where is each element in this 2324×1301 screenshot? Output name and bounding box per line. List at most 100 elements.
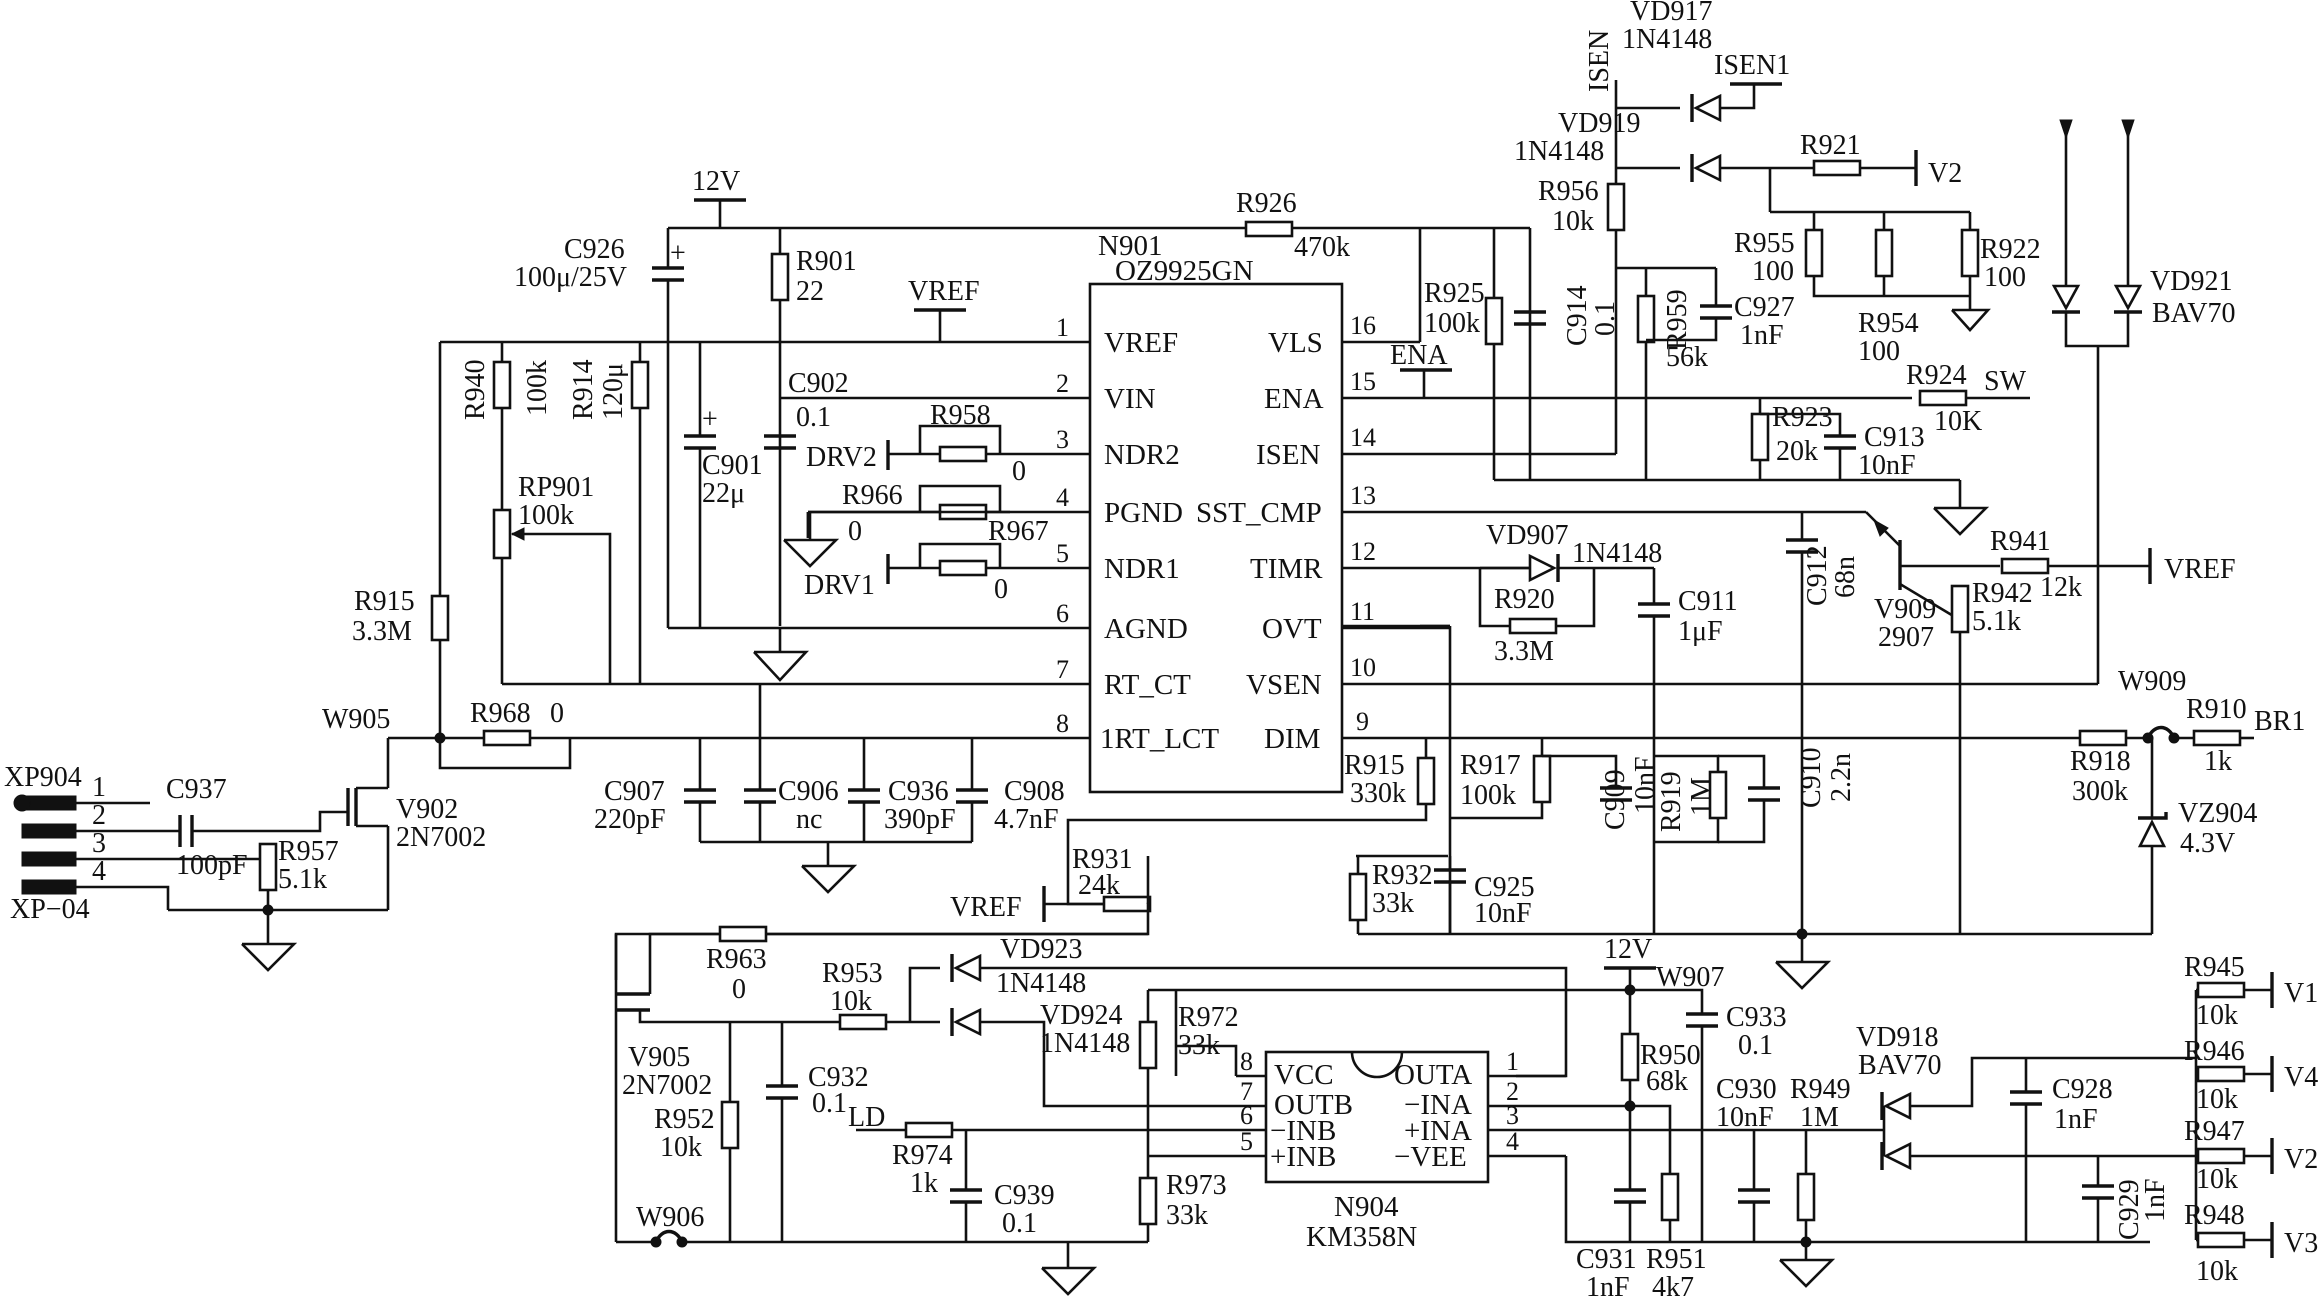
- r952-value: 10k: [660, 1132, 702, 1163]
- c930-label: C930: [1716, 1074, 1777, 1105]
- c936-value: 390pF: [884, 804, 956, 835]
- r950-label: R950: [1640, 1040, 1701, 1071]
- r921-label: R921: [1800, 130, 1861, 161]
- c911-value: 1μF: [1678, 616, 1723, 647]
- c936-label: C936: [888, 776, 949, 807]
- n901-pin-1-num: 1: [1056, 313, 1069, 342]
- c929-label: C929: [2114, 1179, 2145, 1240]
- r956-body: [1606, 182, 1626, 232]
- n901-pin-isen: ISEN: [1256, 439, 1321, 471]
- n901-pin-7-num: 7: [1056, 655, 1069, 684]
- v2-top-label: V2: [1928, 158, 1962, 189]
- xp-pin-3: 3: [92, 828, 106, 859]
- n904-pin-vee: −VEE: [1394, 1141, 1467, 1173]
- xp-pin-1: 1: [92, 772, 106, 803]
- n901-pin-vref: VREF: [1104, 327, 1178, 359]
- r920-value: 3.3M: [1494, 636, 1554, 667]
- n904-pin-5-num: 5: [1240, 1127, 1253, 1156]
- drv2-label: DRV2: [806, 442, 877, 473]
- r925-body: [1484, 296, 1504, 346]
- r932-label: R932: [1372, 860, 1433, 891]
- r910-value: 1k: [2204, 746, 2232, 777]
- n904-pin-4-num: 4: [1506, 1127, 1519, 1156]
- r954-label: R954: [1858, 308, 1919, 339]
- r915a-value: 3.3M: [352, 616, 412, 647]
- c902-label: C902: [788, 368, 849, 399]
- r974-value: 1k: [910, 1168, 938, 1199]
- n904-pin-outb: OUTB: [1274, 1089, 1353, 1121]
- n901-pin-ndr2: NDR2: [1104, 439, 1180, 471]
- n901-pin-sstcmp: SST_CMP: [1196, 497, 1322, 529]
- c925-value: 10nF: [1474, 898, 1532, 929]
- c909-label: C909: [1600, 769, 1631, 830]
- r910-label: R910: [2186, 694, 2247, 725]
- r950-value: 68k: [1646, 1066, 1688, 1097]
- n904-pin-ina-pos: +INA: [1404, 1115, 1472, 1147]
- w906-label: W906: [636, 1202, 704, 1233]
- vd921-part: BAV70: [2152, 298, 2236, 329]
- r926-label: R926: [1236, 188, 1297, 219]
- r920-body: [1508, 617, 1558, 635]
- rp901-body: [492, 508, 512, 560]
- r958-value: 0: [1012, 456, 1026, 487]
- r926-body: [1244, 220, 1294, 238]
- xp-pin-2: 2: [92, 800, 106, 831]
- r973-value: 33k: [1166, 1200, 1208, 1231]
- r932-body: [1348, 872, 1368, 922]
- vd907-part: 1N4148: [1572, 538, 1662, 569]
- r925-label: R925: [1424, 278, 1485, 309]
- r940-value: 100k: [522, 360, 553, 416]
- r924-value: 10K: [1934, 406, 1982, 437]
- c926-value: 100μ/25V: [514, 262, 627, 293]
- rp901-label: RP901: [518, 472, 594, 503]
- v2-right-label: V2: [2284, 1144, 2318, 1175]
- r958-label: R958: [930, 400, 991, 431]
- r951-label: R951: [1646, 1244, 1707, 1275]
- isen-top-label: ISEN: [1584, 30, 1615, 92]
- n901-part: OZ9925GN: [1115, 255, 1254, 287]
- r919-label: R919: [1656, 771, 1687, 832]
- drv1-label: DRV1: [804, 570, 875, 601]
- w905-label: W905: [322, 704, 390, 735]
- r925-value: 100k: [1424, 308, 1480, 339]
- c906-label: C906: [778, 776, 839, 807]
- r948-value: 10k: [2196, 1256, 2238, 1287]
- c930-value: 10nF: [1716, 1102, 1774, 1133]
- r922-body: [1960, 228, 1980, 278]
- r918-label: R918: [2070, 746, 2131, 777]
- c925-label: C925: [1474, 872, 1535, 903]
- n901-body: [1088, 282, 1344, 794]
- n901-pin-vin: VIN: [1104, 383, 1156, 415]
- c907-label: C907: [604, 776, 665, 807]
- r945-value: 10k: [2196, 1000, 2238, 1031]
- r923-body: [1750, 412, 1770, 462]
- c926-label: C926: [564, 234, 625, 265]
- r946-label: R946: [2184, 1036, 2245, 1067]
- n904-pin-vcc: VCC: [1274, 1059, 1334, 1091]
- n904-pin-ina-neg: −INA: [1404, 1089, 1472, 1121]
- c939-value: 0.1: [1002, 1208, 1037, 1239]
- n901-pin-10-num: 10: [1350, 653, 1376, 682]
- n904-pin-1-num: 1: [1506, 1047, 1519, 1076]
- vd923-part: 1N4148: [996, 968, 1086, 999]
- c908-label: C908: [1004, 776, 1065, 807]
- n901-pin-11-num: 11: [1350, 597, 1375, 626]
- c939-label: C939: [994, 1180, 1055, 1211]
- v4-label: V4: [2284, 1062, 2318, 1093]
- r901-label: R901: [796, 246, 857, 277]
- r931-label: R931: [1072, 844, 1133, 875]
- r957-label: R957: [278, 836, 339, 867]
- c906-value: nc: [796, 804, 822, 835]
- c907-value: 220pF: [594, 804, 666, 835]
- r914-value: 120μ: [598, 363, 629, 420]
- vd919-part: 1N4148: [1514, 136, 1604, 167]
- r955-label: R955: [1734, 228, 1795, 259]
- c911-label: C911: [1678, 586, 1738, 617]
- n901-pin-2-num: 2: [1056, 369, 1069, 398]
- v12-mid-label: 12V: [1604, 934, 1652, 965]
- ld-label: LD: [848, 1102, 885, 1133]
- xp-pin-2-bar: [21, 823, 77, 839]
- r959-label: R959: [1662, 289, 1693, 350]
- n904-pin-7-num: 7: [1240, 1077, 1253, 1106]
- c937-value: 100pF: [176, 850, 248, 881]
